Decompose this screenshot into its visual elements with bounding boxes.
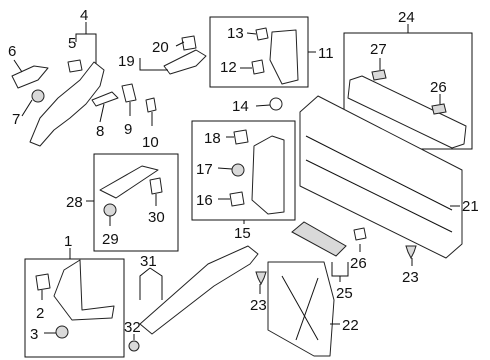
callout-6[interactable]: 6 [8,43,16,60]
clip-part-13 [255,27,269,41]
pushpin-part-14 [269,97,283,111]
callout-8[interactable]: 8 [96,123,104,140]
callout-9[interactable]: 9 [124,121,132,138]
leader-6 [13,59,23,73]
leader-7 [21,99,33,117]
callout-32[interactable]: 32 [124,319,141,336]
callout-21[interactable]: 21 [462,198,479,215]
callout-16[interactable]: 16 [196,192,213,209]
pushpin-part-23b [405,245,417,260]
bracket-part-1 [53,259,115,321]
trim-piece-part-19 [163,49,207,75]
panel-22-inner-1 [281,275,319,341]
callout-30[interactable]: 30 [148,209,165,226]
sill-trim-part-31 [139,245,259,335]
callout-23b[interactable]: 23 [402,269,419,286]
leader-19 [139,58,168,71]
clip-part-2 [35,273,51,291]
callout-31[interactable]: 31 [140,253,157,270]
callout-13[interactable]: 13 [227,25,244,42]
group-box-1 [24,258,125,358]
callout-12[interactable]: 12 [220,59,237,76]
pushpin-part-7 [31,89,45,103]
pushpin-part-3 [55,325,69,339]
panel-rib-2 [305,159,453,233]
clip-part-26b [353,227,367,241]
pillar-trim-part-4 [29,61,105,147]
header-trim-part-24 [347,75,467,149]
handle-part-8 [91,91,119,107]
bracket-part-6 [11,65,49,89]
callout-22[interactable]: 22 [342,317,359,334]
clip-part-12 [251,59,265,75]
leader-20 [175,41,185,47]
callout-3[interactable]: 3 [30,326,38,343]
callout-14[interactable]: 14 [232,98,249,115]
callout-10[interactable]: 10 [142,134,159,151]
callout-15[interactable]: 15 [234,225,251,242]
callout-27[interactable]: 27 [370,41,387,58]
leader-14 [255,104,271,107]
callout-19[interactable]: 19 [118,53,135,70]
group-box-28 [93,153,179,252]
sill-plate-part-28 [99,165,159,199]
callout-5[interactable]: 5 [68,35,76,52]
bracket-part-25 [291,221,347,257]
callout-1[interactable]: 1 [64,233,72,250]
leader-17 [217,167,233,170]
pushpin-part-32 [128,340,140,352]
pillar-panel-part-11 [269,29,299,85]
callout-11[interactable]: 11 [318,45,334,62]
callout-20[interactable]: 20 [152,39,169,56]
callout-25[interactable]: 25 [336,285,353,302]
callout-28[interactable]: 28 [66,194,83,211]
panel-rib-1 [305,135,453,211]
callout-23a[interactable]: 23 [250,297,267,314]
clip-part-18 [233,129,249,145]
tab-part-10 [145,97,157,113]
retainer-part-9 [121,83,137,103]
clip-part-30 [149,177,163,195]
leader-4 [75,22,97,64]
callout-2[interactable]: 2 [36,305,44,322]
leader-8 [99,103,105,123]
clip-part-20 [181,35,197,51]
clip-part-26 [431,103,447,115]
callout-29[interactable]: 29 [102,231,119,248]
callout-4[interactable]: 4 [80,7,88,24]
callout-7[interactable]: 7 [12,111,20,128]
callout-17[interactable]: 17 [196,161,213,178]
leader-31 [139,267,163,300]
callout-24[interactable]: 24 [398,9,415,26]
pushpin-part-17 [231,163,245,177]
callout-26b[interactable]: 26 [350,255,367,272]
callout-18[interactable]: 18 [204,130,221,147]
side-panel-part-15 [251,135,285,215]
clip-part-27 [371,69,387,81]
leader-13 [246,32,257,35]
clip-part-5 [67,59,83,73]
callout-26a[interactable]: 26 [430,79,447,96]
pushpin-part-29 [103,203,117,217]
clip-part-16 [229,191,245,207]
leader-25 [331,262,349,282]
panel-22-inner-2 [295,277,319,341]
pushpin-part-23a [255,271,267,286]
